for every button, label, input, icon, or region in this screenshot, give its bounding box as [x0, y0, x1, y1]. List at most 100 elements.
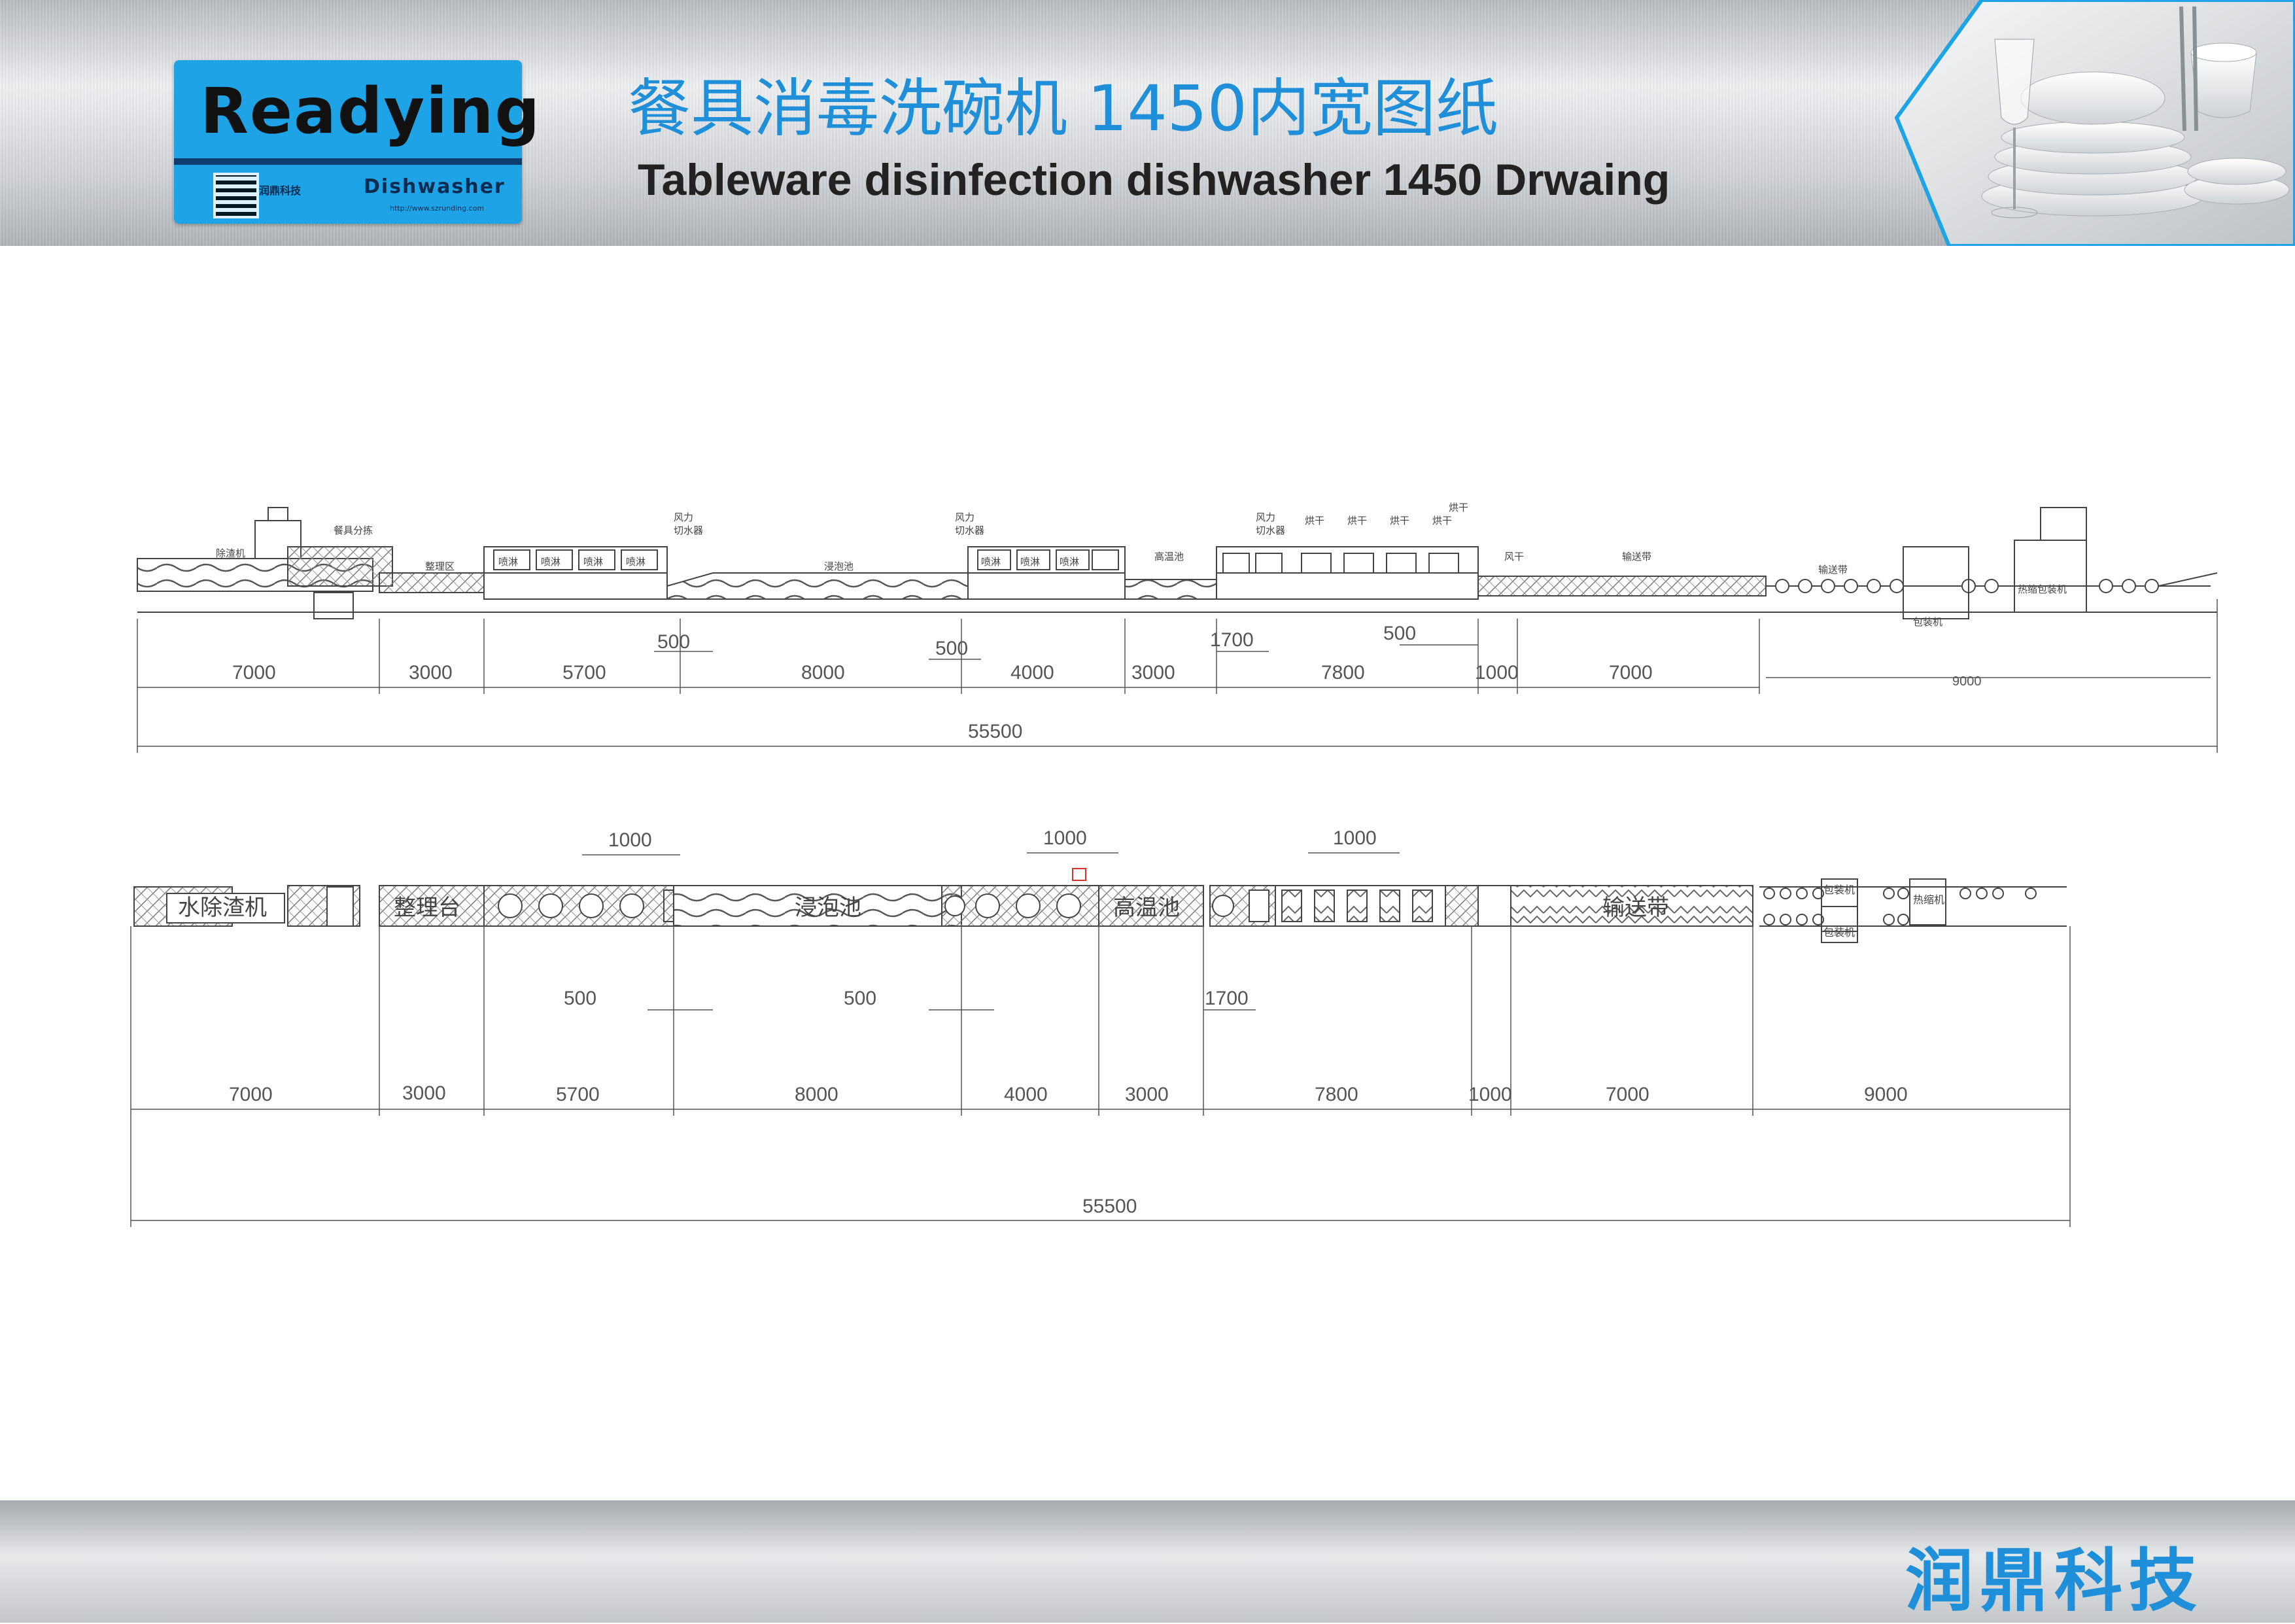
plan-label-organize: 整理台: [394, 895, 460, 921]
logo-brand-name: Readying: [200, 75, 542, 148]
elev-gap-4: 500: [1383, 623, 1416, 644]
elev-label-dry-4: 烘干: [1432, 515, 1452, 527]
plan-view: [133, 868, 2067, 943]
elev-label-packer: 包装机: [1913, 616, 1942, 628]
soak-pool: [666, 572, 969, 600]
plan-drying: [1209, 885, 1479, 927]
elev-label-wind-2: 风力: [955, 511, 975, 523]
elev-label-conveyor: 输送带: [1622, 551, 1651, 562]
shrink-wrap-top: [2040, 507, 2087, 541]
sorting-bin: [313, 592, 354, 619]
plan-label-conveyor: 输送带: [1602, 895, 1669, 921]
logo-subtitle: Dishwasher: [364, 175, 506, 198]
elev-seg-10: 9000: [1952, 674, 1982, 689]
plan-seg-9: 7000: [1606, 1084, 1649, 1105]
plan-label-debris: 水除渣机: [178, 895, 267, 921]
elev-label-spray-5: 喷淋: [981, 556, 1001, 568]
elev-seg-7: 7800: [1321, 662, 1365, 683]
page-title-en: Tableware disinfection dishwasher 1450 D…: [638, 155, 1670, 205]
tableware-photo: [1894, 0, 2295, 246]
elev-label-spray-4: 喷淋: [626, 556, 646, 568]
plan-packer-1: [1821, 878, 1858, 932]
elev-label-airdry: 风干: [1504, 551, 1524, 562]
plan-seg-1: 7000: [229, 1084, 273, 1105]
plan-top-2: 1000: [1043, 827, 1087, 849]
elev-seg-2: 3000: [409, 662, 453, 683]
elev-seg-1: 7000: [232, 662, 276, 683]
plan-roller-line: [1759, 878, 2067, 943]
plan-soak-pool: [673, 885, 962, 927]
plan-gap-1: 500: [564, 988, 596, 1009]
elev-label-spray-3: 喷淋: [583, 556, 603, 568]
layout-drawing: 除渣机 餐具分拣 整理区 喷淋 喷淋 喷淋 喷淋 风力 切水器 浸泡池 风力 切…: [130, 502, 2218, 1227]
high-temp-pool: [1124, 579, 1217, 600]
plan-label-packer-2: 包装机: [1823, 926, 1855, 939]
elev-label-soak: 浸泡池: [824, 561, 854, 572]
elev-label-cutter-3: 切水器: [1256, 525, 1285, 536]
elev-label-spray-7: 喷淋: [1060, 556, 1079, 568]
elev-label-dry-3: 烘干: [1390, 515, 1409, 527]
spray-section-2: [967, 546, 1126, 600]
elev-gap-2: 500: [935, 638, 968, 659]
sorting-area: [379, 572, 485, 593]
elev-seg-8: 1000: [1475, 662, 1519, 683]
brand-logo: Readying 润鼎科技 Dishwasher http://www.szru…: [174, 60, 540, 224]
plan-seg-10: 9000: [1864, 1084, 1908, 1105]
elev-label-cutter-2: 切水器: [955, 525, 984, 536]
elev-label-wind-1: 风力: [674, 511, 693, 523]
plan-sorting: [326, 886, 354, 927]
footer-banner: 润鼎科技: [0, 1500, 2295, 1623]
drying-section: [1216, 546, 1479, 600]
logo-url: http://www.szrunding.com: [390, 204, 485, 213]
packing-machine: [1903, 546, 1969, 619]
plan-seg-3: 5700: [556, 1084, 600, 1105]
elev-gap-3: 1700: [1210, 629, 1254, 651]
plan-airdry: [1477, 885, 1511, 927]
header-banner: Readying 润鼎科技 Dishwasher http://www.szru…: [0, 0, 2295, 246]
plan-seg-4: 8000: [795, 1084, 838, 1105]
elev-label-dry-2: 烘干: [1347, 515, 1367, 527]
elev-seg-4: 8000: [801, 662, 845, 683]
spray-section-1: [483, 546, 668, 600]
plan-label-hightemp: 高温池: [1113, 895, 1180, 921]
elev-seg-3: 5700: [562, 662, 606, 683]
plan-seg-8: 1000: [1468, 1084, 1512, 1105]
elev-seg-5: 4000: [1010, 662, 1054, 683]
elev-label-conveyor-2: 输送带: [1818, 564, 1848, 576]
elev-seg-6: 3000: [1131, 662, 1175, 683]
qr-code-icon: [213, 173, 259, 218]
sorting-table: [287, 546, 393, 587]
plan-label-shrink: 热缩机: [1913, 893, 1944, 906]
elev-label-debris: 除渣机: [216, 547, 245, 559]
elev-label-spray-6: 喷淋: [1020, 556, 1040, 568]
logo-cn-name: 润鼎科技: [259, 184, 302, 197]
plan-gap-2: 500: [844, 988, 876, 1009]
elev-label-sorting: 餐具分拣: [334, 525, 373, 536]
elev-total: 55500: [968, 721, 1022, 742]
plan-conveyor: [1510, 885, 1753, 927]
plan-seg-2: 3000: [402, 1082, 446, 1104]
elevation-dimensions: [137, 599, 2218, 753]
elev-label-hightemp: 高温池: [1154, 551, 1184, 562]
plan-total: 55500: [1082, 1196, 1137, 1217]
plan-gap-3: 1700: [1205, 988, 1249, 1009]
plan-seg-5: 4000: [1004, 1084, 1048, 1105]
elev-gap-1: 500: [657, 631, 690, 653]
elev-label-wind-3: 风力: [1256, 511, 1275, 523]
plan-label-packer-1: 包装机: [1823, 884, 1855, 896]
plan-labels: 水除渣机 整理台 浸泡池 高温池 输送带 包装机 包装机 热缩机: [178, 884, 1944, 939]
plan-top-1: 1000: [608, 829, 652, 851]
plan-top-3: 1000: [1333, 827, 1377, 849]
cup-icon: [2179, 6, 2257, 131]
plan-debris-remover: [166, 893, 285, 924]
logo-band: [174, 158, 522, 165]
elev-seg-9: 7000: [1609, 662, 1653, 683]
elevation-dim-text: 7000 3000 5700 8000 4000 3000 7800 1000 …: [232, 623, 1982, 742]
shrink-wrap-machine: [2014, 540, 2087, 613]
elev-label-cutter-1: 切水器: [674, 525, 703, 536]
wine-glass-icon: [1991, 39, 2038, 218]
plan-label-soak: 浸泡池: [795, 895, 861, 921]
elev-label-shrink: 热缩包装机: [2018, 583, 2067, 595]
elev-label-organize: 整理区: [425, 561, 455, 572]
elev-label-spray-2: 喷淋: [541, 556, 561, 568]
